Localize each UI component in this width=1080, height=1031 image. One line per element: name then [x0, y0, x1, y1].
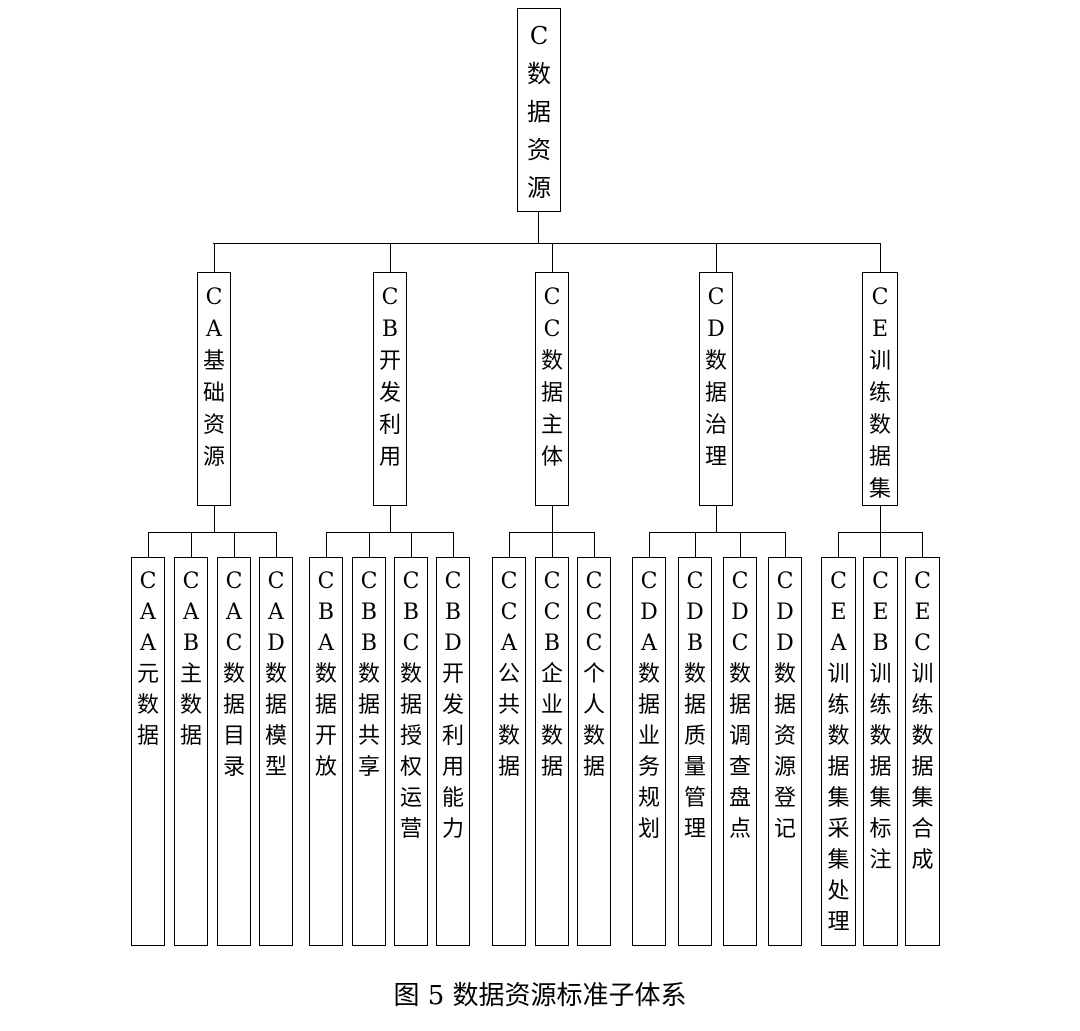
node-leaf: CDB数据质量管理: [678, 557, 712, 946]
connector: [716, 243, 717, 273]
connector: [880, 532, 881, 558]
node-label: CCC个人数据: [582, 569, 605, 780]
node-group: CA基础资源: [197, 272, 231, 506]
connector: [191, 532, 192, 558]
connector: [552, 243, 553, 273]
node-leaf: CAA元数据: [131, 557, 165, 946]
connector: [214, 243, 215, 273]
node-label: CAC数据目录: [222, 569, 245, 780]
connector: [326, 532, 327, 558]
node-label: CDB数据质量管理: [683, 569, 706, 842]
connector: [649, 532, 785, 533]
node-label: CEB训练数据集标注: [869, 569, 892, 873]
connector: [695, 532, 696, 558]
connector: [390, 505, 391, 533]
node-label: CEA训练数据集采集处理: [827, 569, 850, 935]
node-leaf: CDD数据资源登记: [768, 557, 802, 946]
node-label: C数据资源: [527, 22, 551, 202]
node-group: CB开发利用: [373, 272, 407, 506]
connector: [214, 505, 215, 533]
node-leaf: CBD开发利用能力: [436, 557, 470, 946]
connector: [509, 532, 510, 558]
connector: [390, 243, 391, 273]
connector: [716, 505, 717, 533]
connector: [880, 505, 881, 533]
figure-caption: 图 5 数据资源标准子体系: [393, 981, 687, 1011]
connector: [453, 532, 454, 558]
node-label: CEC训练数据集合成: [911, 569, 934, 873]
connector: [213, 243, 881, 244]
connector: [838, 532, 839, 558]
node-leaf: CEA训练数据集采集处理: [821, 557, 856, 946]
node-leaf: CEC训练数据集合成: [905, 557, 940, 946]
node-label: CAD数据模型: [264, 569, 287, 780]
connector: [326, 532, 453, 533]
node-label: CBD开发利用能力: [441, 569, 464, 842]
node-leaf: CDC数据调查盘点: [723, 557, 757, 946]
node-label: CBB数据共享: [357, 569, 380, 780]
connector: [276, 532, 277, 558]
node-leaf: CCC个人数据: [577, 557, 611, 946]
connector: [509, 532, 594, 533]
node-leaf: CAD数据模型: [259, 557, 293, 946]
node-label: CD数据治理: [704, 285, 727, 470]
node-leaf: CCB企业数据: [535, 557, 569, 946]
node-label: CB开发利用: [378, 285, 401, 470]
node-leaf: CBA数据开放: [309, 557, 343, 946]
node-group: CE训练数据集: [862, 272, 898, 506]
node-leaf: CCA公共数据: [492, 557, 526, 946]
connector: [538, 211, 539, 244]
connector: [369, 532, 370, 558]
connector: [148, 532, 276, 533]
connector: [922, 532, 923, 558]
connector: [148, 532, 149, 558]
node-group: CC数据主体: [535, 272, 569, 506]
node-root: C数据资源: [517, 8, 561, 212]
node-label: CA基础资源: [202, 285, 225, 470]
node-label: CBA数据开放: [314, 569, 337, 780]
node-leaf: CBB数据共享: [352, 557, 386, 946]
node-label: CDA数据业务规划: [637, 569, 660, 842]
node-leaf: CDA数据业务规划: [632, 557, 666, 946]
connector: [552, 505, 553, 533]
node-leaf: CAB主数据: [174, 557, 208, 946]
connector: [880, 243, 881, 273]
connector: [649, 532, 650, 558]
connector: [785, 532, 786, 558]
node-label: CAB主数据: [179, 569, 202, 749]
connector: [740, 532, 741, 558]
node-leaf: CBC数据授权运营: [394, 557, 428, 946]
node-label: CDD数据资源登记: [773, 569, 796, 842]
node-group: CD数据治理: [699, 272, 733, 506]
node-label: CCA公共数据: [497, 569, 520, 780]
connector: [594, 532, 595, 558]
node-label: CE训练数据集: [868, 285, 891, 502]
connector: [234, 532, 235, 558]
connector: [552, 532, 553, 558]
node-label: CDC数据调查盘点: [728, 569, 751, 842]
node-label: CBC数据授权运营: [399, 569, 422, 842]
node-label: CCB企业数据: [540, 569, 563, 780]
node-leaf: CEB训练数据集标注: [863, 557, 898, 946]
node-leaf: CAC数据目录: [217, 557, 251, 946]
node-label: CC数据主体: [540, 285, 563, 470]
connector: [411, 532, 412, 558]
node-label: CAA元数据: [136, 569, 159, 749]
